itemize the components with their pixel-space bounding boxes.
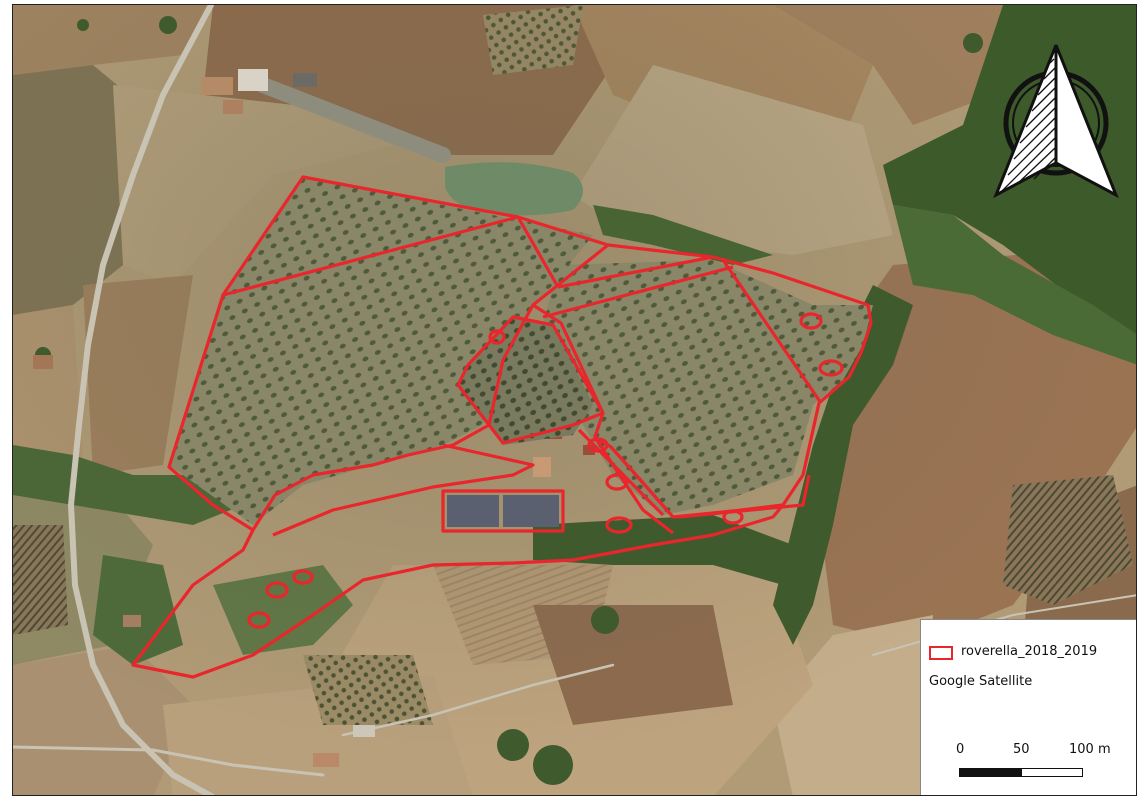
parcel-outline-swatch — [929, 646, 953, 660]
map-legend: roverella_2018_2019 Google Satellite 0 5… — [920, 619, 1136, 795]
scale-bar-white-segment — [1021, 768, 1083, 777]
scale-label-50: 50 — [1013, 742, 1030, 757]
legend-item-basemap: Google Satellite — [929, 674, 1032, 689]
roads — [13, 5, 1136, 795]
map-canvas[interactable]: roverella_2018_2019 Google Satellite 0 5… — [12, 4, 1137, 796]
olive-grove-fill — [169, 177, 873, 527]
scale-bar-black-segment — [959, 768, 1021, 777]
legend-layer-label: roverella_2018_2019 — [961, 644, 1098, 659]
north-arrow-icon — [993, 44, 1119, 199]
legend-basemap-label: Google Satellite — [929, 674, 1033, 689]
roverella-parcels — [131, 175, 873, 679]
scale-label-0: 0 — [956, 742, 965, 757]
pond — [445, 162, 583, 216]
scale-label-100: 100 m — [1069, 742, 1111, 757]
